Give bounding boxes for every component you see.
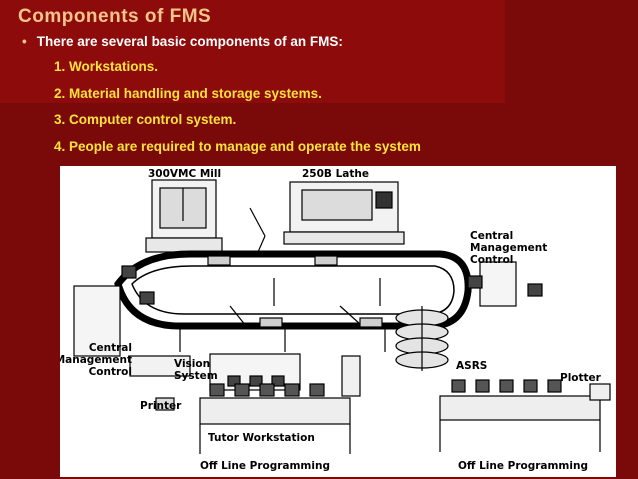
list-item: 4. People are required to manage and ope…	[54, 138, 421, 154]
list-item: 2. Material handling and storage systems…	[54, 85, 322, 101]
label-asrs: ASRS	[456, 360, 488, 372]
label-offline-programming-right: Off Line Programming	[458, 460, 588, 472]
label-plotter: Plotter	[560, 372, 601, 384]
label-vision-system: Vision System	[174, 358, 218, 382]
label-central-management-left: Central Management Control	[60, 342, 132, 378]
label-central-management-right: Central Management Control	[470, 230, 548, 266]
fms-illustration	[73, 179, 611, 454]
label-offline-programming-left: Off Line Programming	[200, 460, 330, 472]
title-backdrop	[0, 0, 505, 103]
label-vmc-mill: 300VMC Mill	[148, 168, 222, 180]
components-list: 1. Workstations. 2. Material handling an…	[54, 59, 421, 165]
list-item: 3. Computer control system.	[54, 112, 237, 127]
list-item: 1. Workstations.	[54, 59, 159, 74]
slide-title: Components of FMS	[18, 6, 212, 27]
bullet-text: There are several basic components of an…	[36, 34, 343, 49]
bullet-dot-icon: •	[22, 34, 27, 49]
label-printer: Printer	[140, 400, 182, 412]
bullet-intro: • There are several basic components of a…	[22, 34, 343, 49]
label-tutor-workstation: Tutor Workstation	[208, 432, 315, 444]
fms-diagram: 300VMC Mill 250B Lathe Central Managemen…	[60, 166, 616, 477]
label-lathe: 250B Lathe	[302, 168, 369, 180]
